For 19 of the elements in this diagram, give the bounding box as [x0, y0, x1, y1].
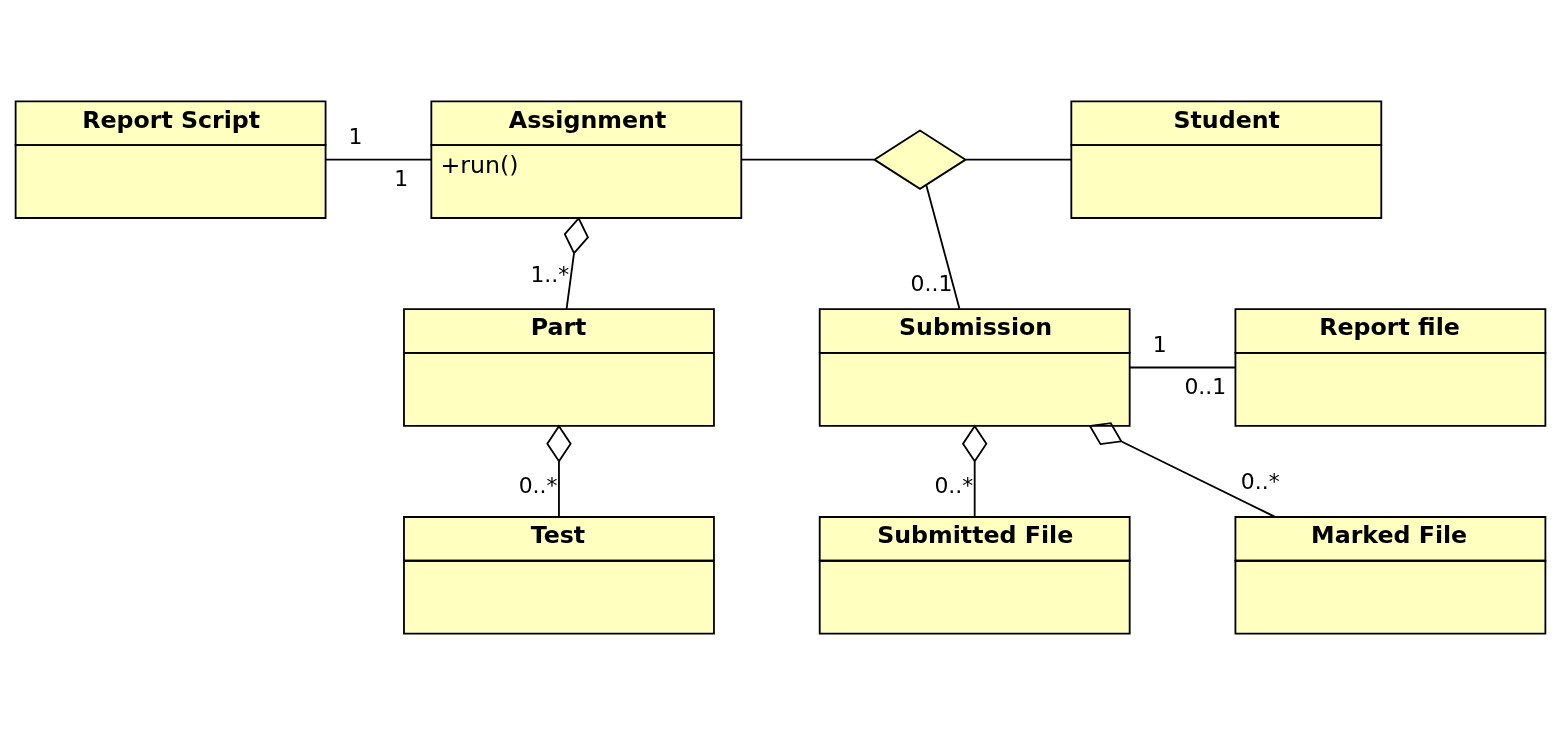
connector — [925, 184, 961, 310]
node-diamond — [872, 129, 968, 190]
label: 1 — [394, 166, 409, 192]
label: 1 — [348, 124, 363, 150]
label: 0..1 — [910, 270, 953, 296]
connector — [1088, 422, 1276, 518]
connector — [961, 424, 988, 518]
connector — [965, 158, 1073, 161]
label: 0..* — [934, 472, 974, 498]
connector — [546, 424, 572, 518]
connector — [740, 158, 875, 161]
connector — [1128, 366, 1237, 369]
label: 0..1 — [1184, 374, 1227, 400]
label: 1 — [1152, 332, 1167, 358]
connector — [563, 216, 590, 310]
connector — [324, 158, 432, 161]
label: 1..* — [530, 262, 570, 288]
label: 0..* — [1240, 469, 1280, 495]
label: 0..* — [518, 472, 558, 498]
